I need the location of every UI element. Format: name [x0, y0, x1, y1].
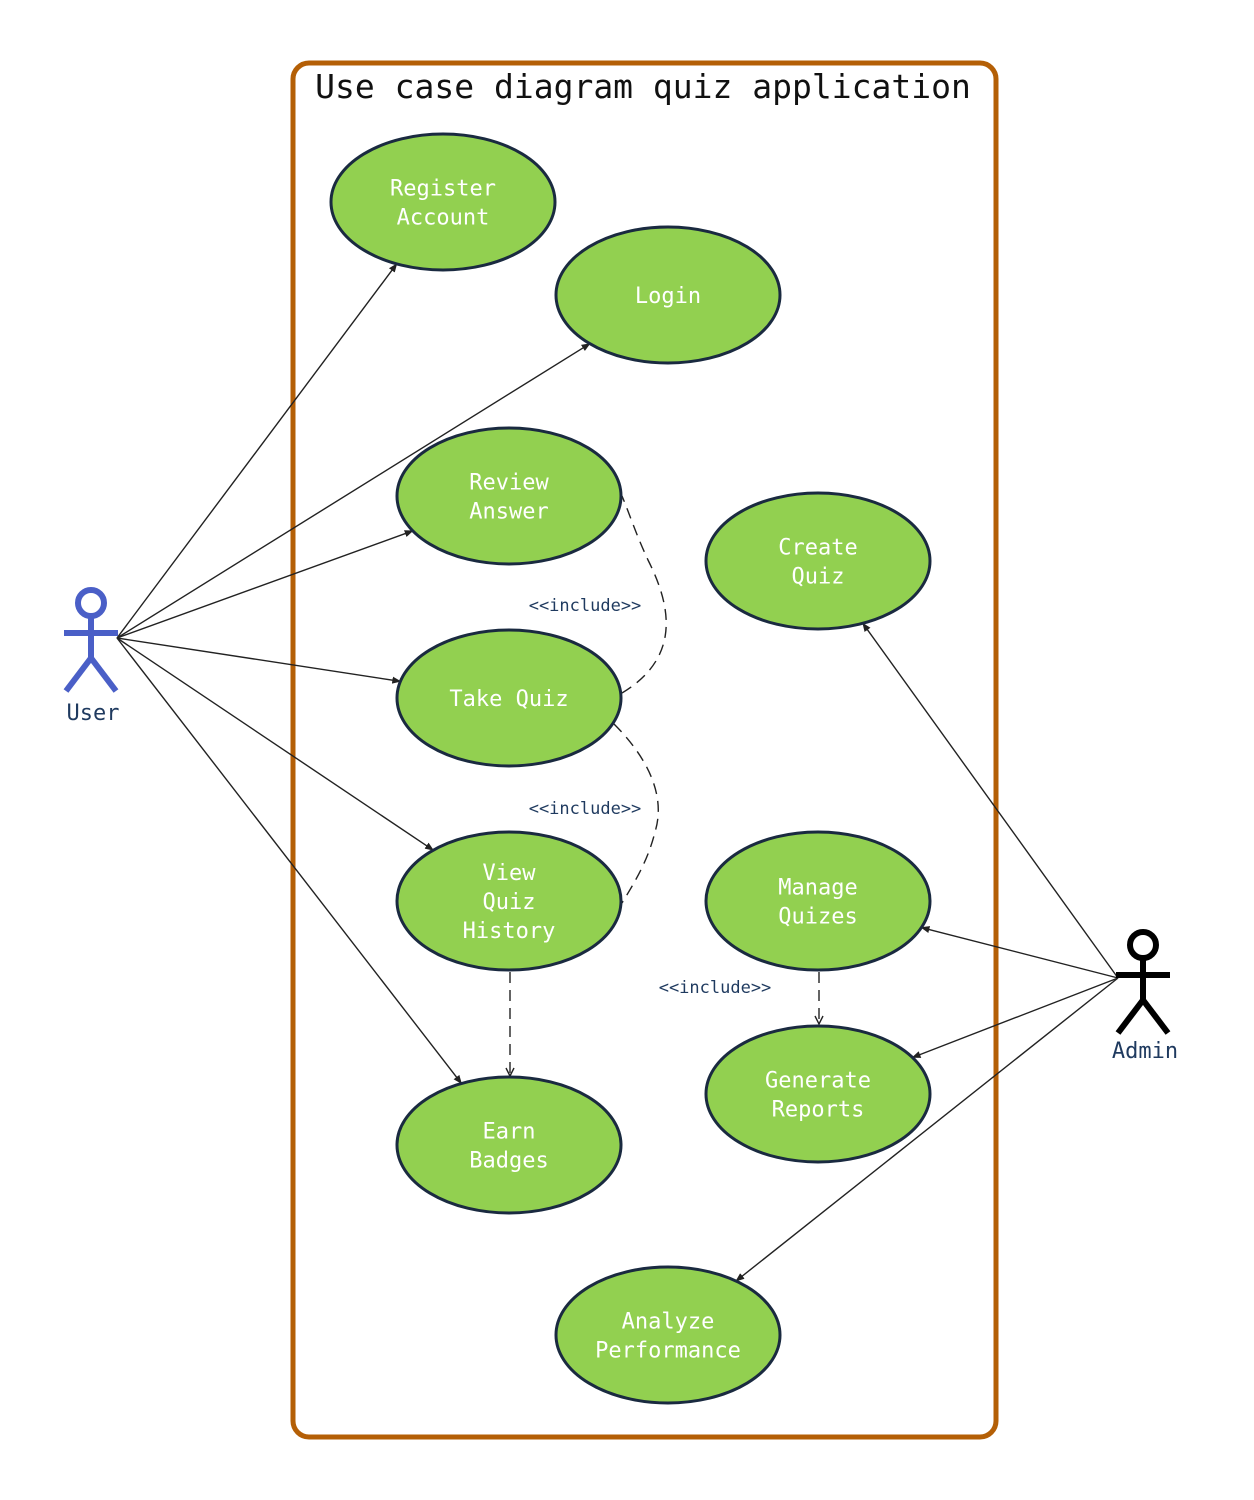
- use-case-label: Account: [397, 206, 490, 231]
- use-case-ellipse: [554, 225, 782, 365]
- actor-left-leg: [63, 656, 94, 693]
- use-case-ellipse: [704, 830, 932, 972]
- system-title: Use case diagram quiz application: [315, 67, 971, 106]
- use-case-label: Reports: [772, 1098, 865, 1123]
- includes-layer: <<include>> <<include>> <<include>>: [510, 495, 819, 1076]
- use-case-ellipse: [395, 426, 623, 566]
- use-case-ellipse: [395, 830, 623, 972]
- admin-actor-label: Admin: [1112, 1039, 1178, 1064]
- association-user-to-earn-badges: [116, 637, 462, 1085]
- actor-right-leg: [1140, 998, 1171, 1035]
- association-admin-to-analyze-performance: [735, 977, 1119, 1282]
- include-take-quiz-to-view-quiz-history: [613, 723, 659, 904]
- association-user-to-view-quiz-history: [116, 637, 434, 851]
- actor-right-leg: [88, 656, 119, 693]
- actor-left-leg: [1115, 998, 1146, 1035]
- associations-layer: [116, 263, 1119, 1282]
- use-case-label: Quizes: [778, 905, 857, 930]
- use-case-ellipse: [395, 1075, 623, 1215]
- system-boundary: [290, 60, 999, 1440]
- include-label: <<include>>: [529, 596, 642, 616]
- use-case-label: Generate: [765, 1069, 871, 1094]
- association-admin-to-manage-quizes: [920, 926, 1119, 979]
- use-case-ellipse: [704, 1024, 932, 1164]
- use-case-label: Create: [778, 536, 857, 561]
- use-case-label: Manage: [778, 876, 857, 901]
- use-case-label: Quiz: [483, 890, 536, 915]
- use-case-login[interactable]: Login: [554, 225, 782, 365]
- actor-head: [75, 587, 107, 619]
- association-admin-to-generate-reports: [911, 977, 1119, 1059]
- use-case-label: Earn: [483, 1120, 536, 1145]
- association-user-to-register-account: [116, 263, 398, 639]
- admin-actor[interactable]: Admin: [1112, 929, 1178, 1064]
- use-case-label: Register: [390, 177, 496, 202]
- use-case-ellipse: [554, 1265, 782, 1405]
- association-user-to-review-answer: [116, 530, 414, 639]
- use-case-label: Answer: [469, 500, 548, 525]
- user-actor[interactable]: User: [63, 587, 120, 726]
- use-case-label: Performance: [595, 1339, 741, 1364]
- use-case-label: History: [463, 919, 556, 944]
- use-case-label: Login: [635, 284, 701, 309]
- include-label: <<include>>: [659, 978, 772, 998]
- use-case-ellipse: [704, 491, 932, 631]
- use-case-label: Review: [469, 471, 549, 496]
- association-user-to-login: [116, 343, 591, 639]
- user-actor-label: User: [67, 701, 120, 726]
- include-label: <<include>>: [529, 799, 642, 819]
- use-case-ellipse: [329, 132, 557, 272]
- actor-head: [1127, 929, 1159, 961]
- use-case-label: View: [483, 861, 537, 886]
- use-case-label: Analyze: [622, 1310, 715, 1335]
- use-case-label: Take Quiz: [449, 687, 568, 712]
- include-take-quiz-to-review-answer: [621, 495, 667, 694]
- use-case-ellipse: [395, 628, 623, 768]
- association-user-to-take-quiz: [116, 637, 402, 684]
- association-admin-to-create-quiz: [862, 622, 1119, 979]
- use-case-take-quiz[interactable]: Take Quiz: [395, 628, 623, 768]
- use-case-label: Quiz: [792, 565, 845, 590]
- use-case-label: Badges: [469, 1149, 548, 1174]
